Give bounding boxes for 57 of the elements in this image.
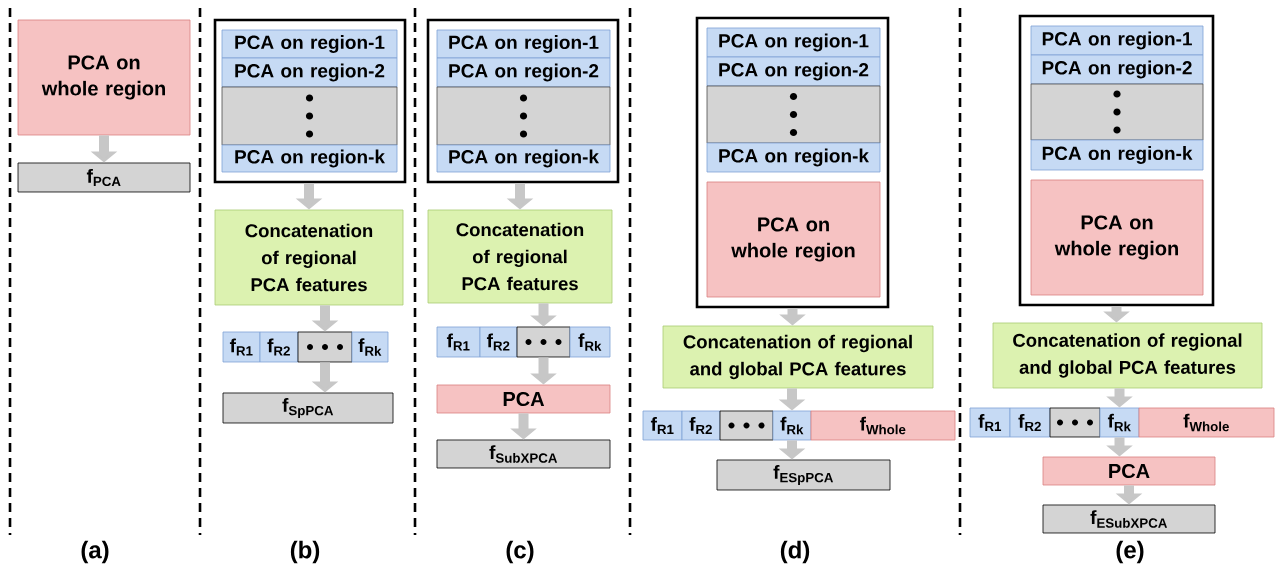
output-box: f$_{SpPCA}$ [222, 392, 394, 424]
process-box: PCA on region-k [706, 142, 881, 173]
feature-cell: f$_{R2}$ [479, 326, 518, 358]
process-box: PCA on region-1 [1030, 25, 1204, 56]
process-box: PCA on region-2 [706, 56, 881, 87]
ellipsis-cell [719, 410, 774, 441]
process-box: PCA on region-k [436, 144, 611, 173]
feature-cell: f$_{R2}$ [259, 331, 299, 363]
process-box: PCA on region-k [221, 144, 398, 173]
output-box: f$_{PCA}$ [17, 162, 191, 193]
output-box: f$_{SubXPCA}$ [436, 439, 611, 469]
group-frame [695, 16, 890, 309]
feature-cell: f$_{R2}$ [681, 410, 721, 441]
feature-cell: f$_{R1}$ [436, 326, 481, 358]
process-box: PCA on whole region [1030, 179, 1204, 296]
ellipsis-cell [297, 331, 353, 363]
feature-cell: f$_{Rk}$ [1099, 407, 1140, 438]
feature-cell: f$_{R1}$ [642, 410, 683, 441]
process-box: Concatenation of regional PCA features [427, 209, 613, 304]
ellipsis-cell [516, 326, 571, 358]
feature-cell: f$_{Whole}$ [810, 410, 956, 441]
feature-cell: f$_{Rk}$ [569, 326, 611, 358]
process-box: PCA [1042, 456, 1216, 486]
ellipsis-box [706, 85, 881, 144]
ellipsis-box [221, 86, 398, 146]
feature-cell: f$_{R1}$ [222, 331, 261, 363]
panel-label: (e) [1116, 540, 1144, 564]
ellipsis-cell [1049, 407, 1101, 438]
group-frame [426, 18, 620, 184]
output-box: f$_{ESpPCA}$ [716, 459, 891, 491]
process-box: Concatenation of regional PCA features [214, 209, 404, 306]
feature-cell: f$_{R2}$ [1009, 407, 1051, 438]
process-box: PCA on whole region [17, 19, 191, 136]
group-frame [1018, 14, 1215, 307]
feature-cell: f$_{Whole}$ [1138, 407, 1275, 438]
ellipsis-box [1030, 83, 1204, 141]
process-box: PCA on region-2 [436, 57, 611, 88]
panel-label: (b) [290, 540, 320, 564]
process-box: PCA [436, 384, 611, 414]
panel-label: (c) [506, 540, 534, 564]
process-box: PCA on region-2 [1030, 54, 1204, 85]
process-box: PCA on region-2 [221, 57, 398, 88]
feature-cell: f$_{R1}$ [969, 407, 1011, 438]
output-box: f$_{ESubXPCA}$ [1042, 504, 1216, 534]
process-box: Concatenation of regional and global PCA features [992, 322, 1263, 389]
group-frame [213, 18, 407, 184]
process-box: PCA on region-1 [221, 29, 398, 59]
feature-cell: f$_{Rk}$ [351, 331, 389, 363]
process-box: Concatenation of regional and global PCA features [662, 325, 934, 389]
process-box: PCA on region-1 [436, 29, 611, 59]
feature-cell: f$_{Rk}$ [772, 410, 812, 441]
panel-label: (a) [81, 540, 109, 564]
process-box: PCA on whole region [706, 181, 881, 298]
process-box: PCA on region-1 [706, 27, 881, 58]
process-box: PCA on region-k [1030, 139, 1204, 171]
panel-label: (d) [780, 540, 810, 564]
ellipsis-box [436, 86, 611, 146]
